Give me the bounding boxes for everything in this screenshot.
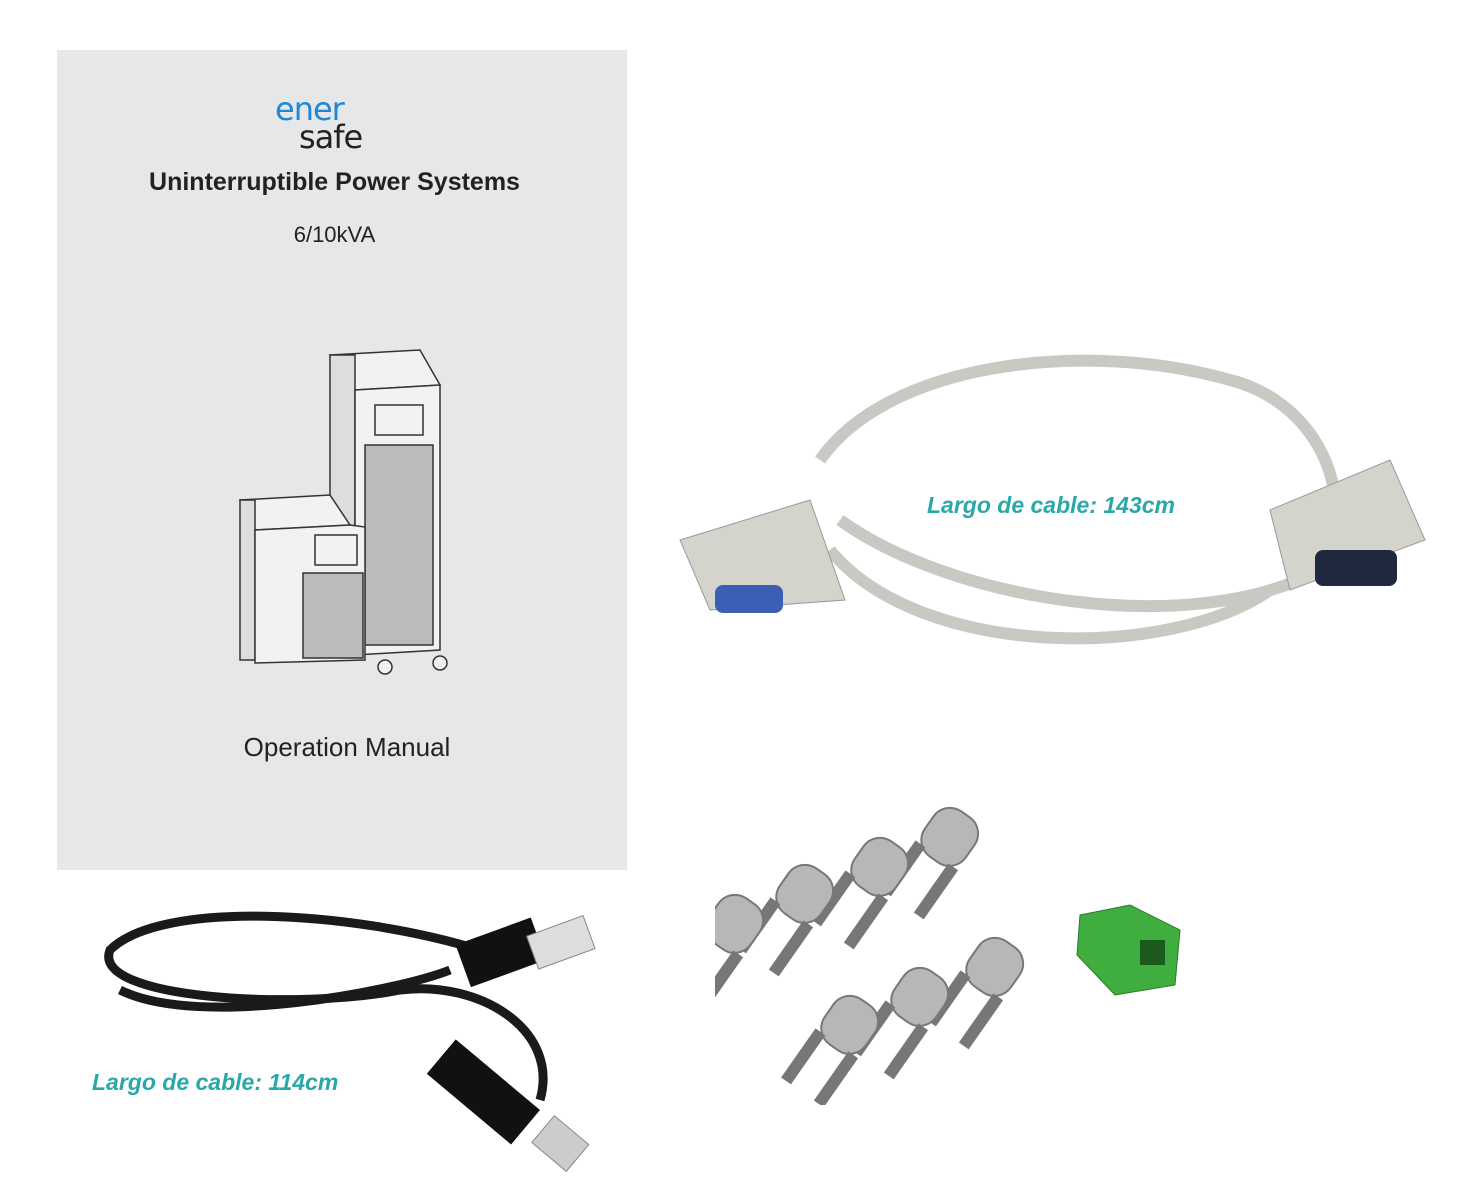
manual-model: 6/10kVA bbox=[293, 222, 376, 247]
logo-safe: safe bbox=[299, 118, 363, 156]
logo-ener: ener bbox=[275, 90, 345, 128]
usb-cable-length: Largo de cable: 114cm bbox=[92, 1069, 339, 1095]
brand-logo: ener safe bbox=[275, 90, 363, 156]
manual-subtitle: Operation Manual bbox=[243, 732, 451, 762]
ups-illustration bbox=[238, 349, 448, 675]
db9-male-connector bbox=[1269, 459, 1426, 591]
serial-cable-image bbox=[679, 354, 1426, 645]
usb-cable-image bbox=[104, 911, 596, 1173]
operation-manual: ener safe Uninterruptible Power Systems … bbox=[57, 50, 627, 870]
db9-female-connector bbox=[679, 499, 846, 613]
terminal-lugs-image bbox=[715, 806, 1181, 1105]
green-terminal-block bbox=[1076, 904, 1181, 996]
serial-cable-length: Largo de cable: 143cm bbox=[927, 492, 1175, 518]
manual-title: Uninterruptible Power Systems bbox=[149, 168, 520, 196]
